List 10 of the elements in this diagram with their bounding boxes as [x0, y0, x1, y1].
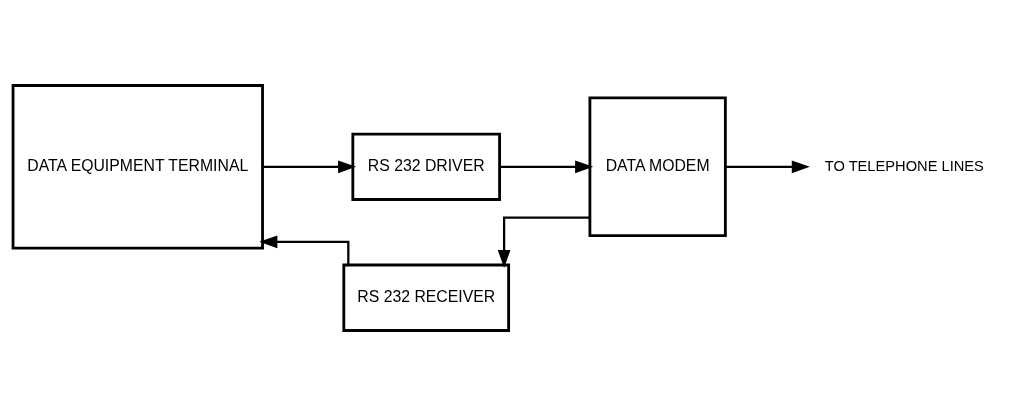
arrow [725, 159, 810, 173]
node-box: DATA EQUIPMENT TERMINAL [11, 83, 264, 249]
node-box: RS 232 DRIVER [351, 132, 501, 201]
arrow [259, 235, 350, 265]
arrow [262, 159, 357, 173]
node-text: TO TELEPHONE LINES [824, 157, 984, 174]
node-box: RS 232 RECEIVER [342, 263, 511, 332]
arrow [497, 215, 590, 268]
arrow [499, 159, 594, 173]
node-box: DATA MODEM [588, 96, 727, 237]
